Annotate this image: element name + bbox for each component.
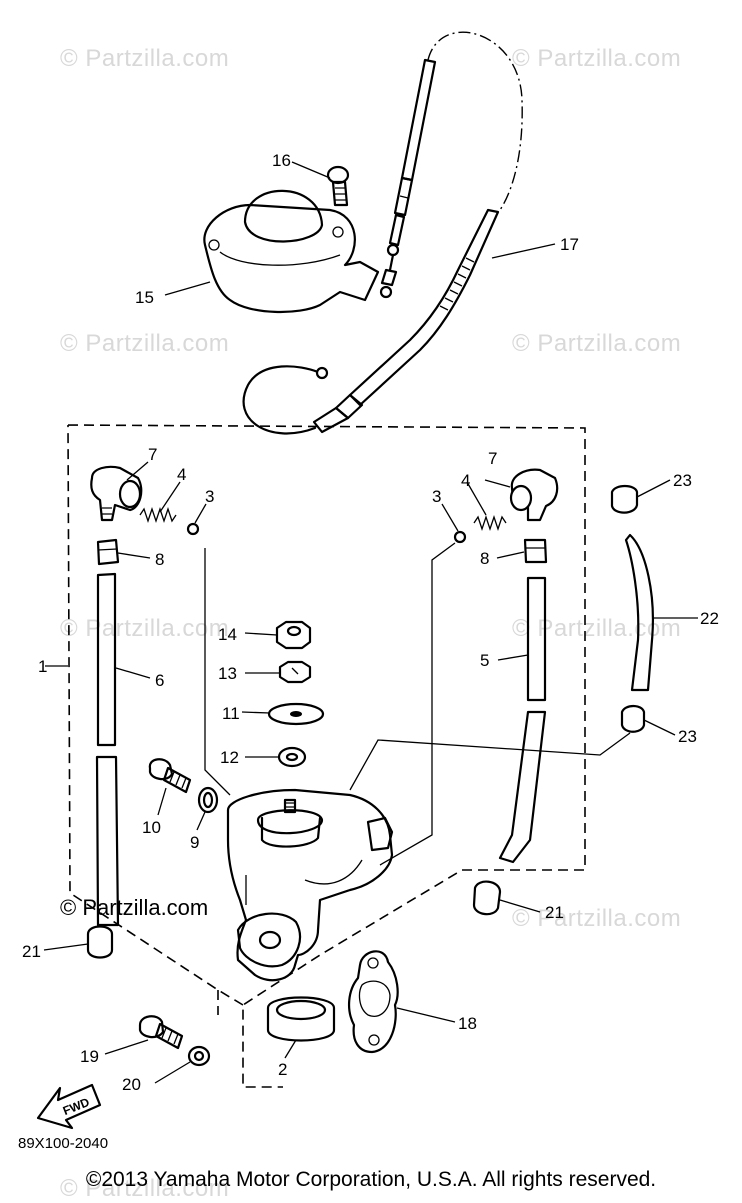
part-21-clamp-left [86, 925, 114, 959]
callout-18: 18 [458, 1014, 477, 1033]
callout-11: 11 [222, 704, 240, 723]
part-19-bolt [138, 1015, 184, 1050]
watermark: © Partzilla.com [60, 1175, 230, 1202]
part-7-elbow-right [509, 468, 559, 522]
callout-22: 22 [700, 609, 719, 628]
callout-19: 19 [80, 1047, 99, 1066]
callout-16: 16 [272, 151, 291, 170]
part-8-filter-left [96, 538, 120, 566]
watermark-dark: © Partzilla.com [60, 895, 209, 920]
copyright-notice: ©2013 Yamaha Motor Corporation, U.S.A. A… [85, 1168, 657, 1191]
watermark: © Partzilla.com [512, 45, 682, 72]
part-23-clamp-top [610, 484, 639, 514]
part-5-hose-right [498, 576, 547, 864]
callout-15: 15 [135, 288, 154, 307]
part-13-washer [278, 660, 312, 684]
callout-23: 23 [673, 471, 692, 490]
part-4-spring-left [139, 506, 177, 524]
cable-assembly [242, 31, 523, 435]
callout-17: 17 [560, 235, 579, 254]
pump-body [226, 788, 394, 982]
callout-6: 6 [155, 671, 164, 690]
callout-14: 14 [218, 625, 237, 644]
part-12-spacer [277, 746, 307, 768]
callout-7: 7 [148, 445, 157, 464]
leader-lines [43, 161, 698, 1084]
part-16-screw [326, 165, 350, 207]
callout-4: 4 [461, 471, 470, 490]
callout-5: 5 [480, 651, 489, 670]
callout-23: 23 [678, 727, 697, 746]
callout-2: 2 [278, 1060, 287, 1079]
part-14-nut [275, 620, 312, 650]
part-3-ball-right [453, 530, 467, 544]
callout-10: 10 [142, 818, 161, 837]
callout-13: 13 [218, 664, 237, 683]
part-10-bolt [148, 758, 192, 794]
callout-9: 9 [190, 833, 199, 852]
fwd-arrow [36, 1083, 102, 1130]
callout-21: 21 [22, 942, 41, 961]
part-22-hose [624, 533, 654, 692]
watermark: © Partzilla.com [512, 905, 682, 932]
part-9-oring [197, 786, 219, 814]
callout-20: 20 [122, 1075, 141, 1094]
assembly-boundary [67, 424, 586, 1088]
part-2-seal [266, 996, 336, 1042]
callout-3: 3 [205, 487, 214, 506]
diagram-code: 89X100-2040 [18, 1135, 109, 1152]
part-3-ball-left [186, 522, 200, 536]
part-21-clamp-right [472, 880, 502, 916]
part-6-hose-left [95, 572, 120, 927]
part-11-diaphragm [267, 702, 325, 726]
part-8-filter-right [523, 538, 548, 564]
part-18-gasket [348, 950, 399, 1054]
part-20-washer [187, 1045, 211, 1067]
callout-3: 3 [432, 487, 441, 506]
callout-21: 21 [545, 903, 564, 922]
watermark: © Partzilla.com [512, 330, 682, 357]
watermark: © Partzilla.com [60, 45, 230, 72]
part-23-clamp-bottom [620, 704, 646, 733]
part-15-cover [203, 189, 380, 313]
callout-8: 8 [480, 549, 489, 568]
watermark: © Partzilla.com [60, 615, 230, 642]
part-7-elbow-left [90, 465, 143, 522]
callout-12: 12 [220, 748, 239, 767]
part-4-spring-right [473, 514, 507, 532]
callout-7: 7 [488, 449, 497, 468]
callout-1: 1 [38, 657, 47, 676]
callout-8: 8 [155, 550, 164, 569]
watermark: © Partzilla.com [60, 330, 230, 357]
callout-4: 4 [177, 465, 186, 484]
